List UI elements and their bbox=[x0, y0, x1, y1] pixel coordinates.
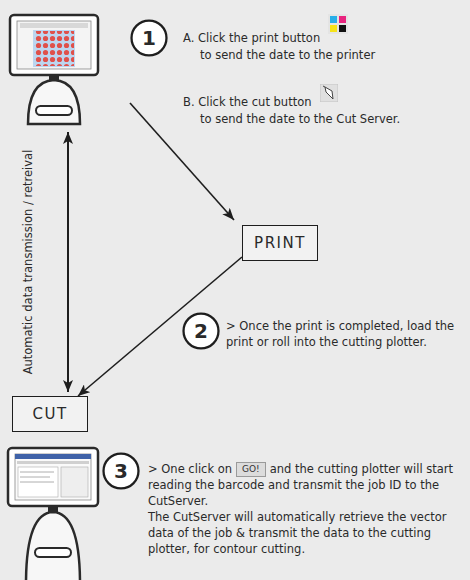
step-three-text: > One click onGO!and the cutting plotter… bbox=[148, 461, 462, 557]
step-number: 1 bbox=[130, 19, 168, 57]
box-label: CUT bbox=[32, 405, 67, 424]
print-button-icon bbox=[328, 14, 348, 34]
cut-button-icon bbox=[320, 84, 338, 102]
instruction-text: to send the date to the Cut Server. bbox=[200, 111, 400, 127]
box-label: PRINT bbox=[254, 234, 306, 253]
process-box: CUT bbox=[12, 396, 88, 432]
instruction-text: A. Click the print button bbox=[183, 30, 320, 46]
instruction-text: B. Click the cut button bbox=[183, 94, 312, 110]
instruction-text: to send the date to the printer bbox=[200, 47, 375, 63]
step-number-text: 3 bbox=[114, 459, 128, 483]
computer-icon bbox=[8, 448, 98, 580]
axis-label: Automatic data transmission / retreival bbox=[20, 150, 36, 375]
note-text: The CutServer will automatically retriev… bbox=[148, 509, 462, 557]
step-number: 2 bbox=[182, 312, 220, 350]
step-number-text: 2 bbox=[194, 319, 208, 343]
step-number-text: 1 bbox=[142, 26, 156, 50]
note-text: > One click on bbox=[148, 462, 232, 476]
instruction-text: > Once the print is completed, load the … bbox=[226, 318, 464, 350]
flow-arrow bbox=[78, 257, 242, 396]
step-number: 3 bbox=[102, 452, 140, 490]
computer-icon bbox=[10, 15, 98, 124]
go-button: GO! bbox=[236, 462, 266, 477]
process-box: PRINT bbox=[242, 225, 318, 261]
double-arrow bbox=[67, 132, 69, 392]
